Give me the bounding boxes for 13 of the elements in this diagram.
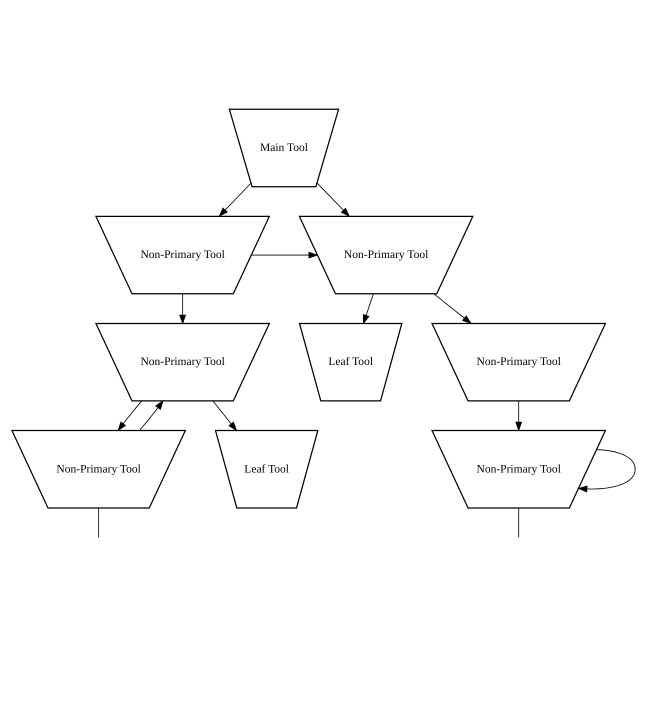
- connector: [98, 507, 100, 538]
- arrow: [117, 400, 142, 431]
- arrow: [515, 400, 522, 432]
- arrow: [139, 400, 164, 430]
- arrow: [218, 182, 252, 216]
- arrow: [212, 400, 238, 431]
- arrow: [434, 293, 472, 324]
- arrow: [362, 293, 374, 324]
- connector: [518, 507, 520, 538]
- arrow: [179, 293, 186, 324]
- arrow: [577, 448, 636, 492]
- arrow: [250, 251, 318, 258]
- arrow: [316, 182, 350, 217]
